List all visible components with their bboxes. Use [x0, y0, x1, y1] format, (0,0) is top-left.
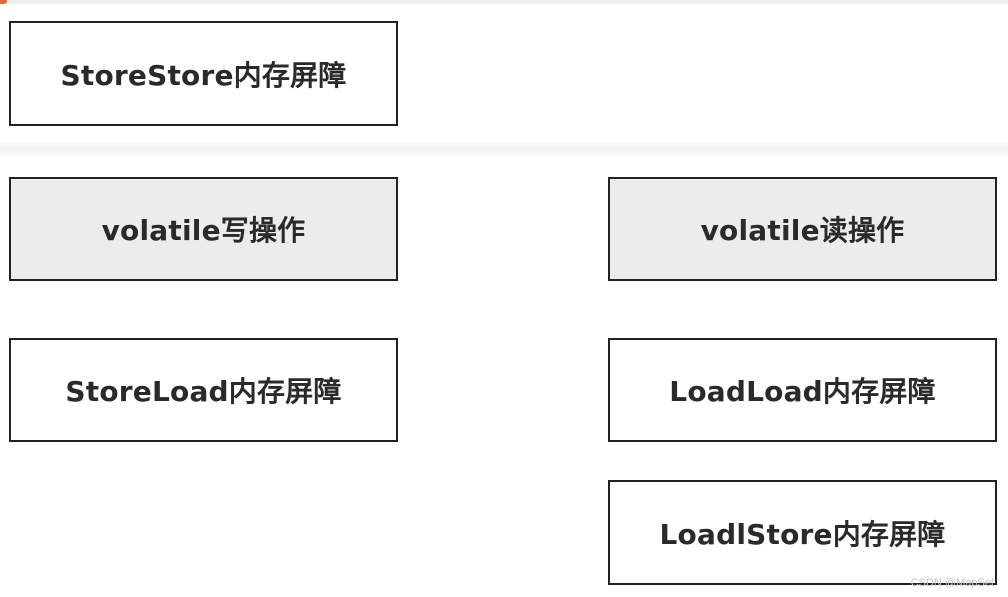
middle-divider	[0, 142, 1008, 156]
volatile-write-box: volatile写操作	[9, 177, 398, 281]
loadload-barrier-box: LoadLoad内存屏障	[608, 338, 997, 442]
watermark-text: CSDN @MapSet	[910, 577, 994, 589]
loadstore-barrier-box: LoadlStore内存屏障	[608, 480, 997, 585]
volatile-read-box: volatile读操作	[608, 177, 997, 281]
corner-accent-mark	[0, 0, 7, 4]
storestore-barrier-box: StoreStore内存屏障	[9, 21, 398, 126]
top-divider	[0, 0, 1008, 4]
storeload-barrier-box: StoreLoad内存屏障	[9, 338, 398, 442]
